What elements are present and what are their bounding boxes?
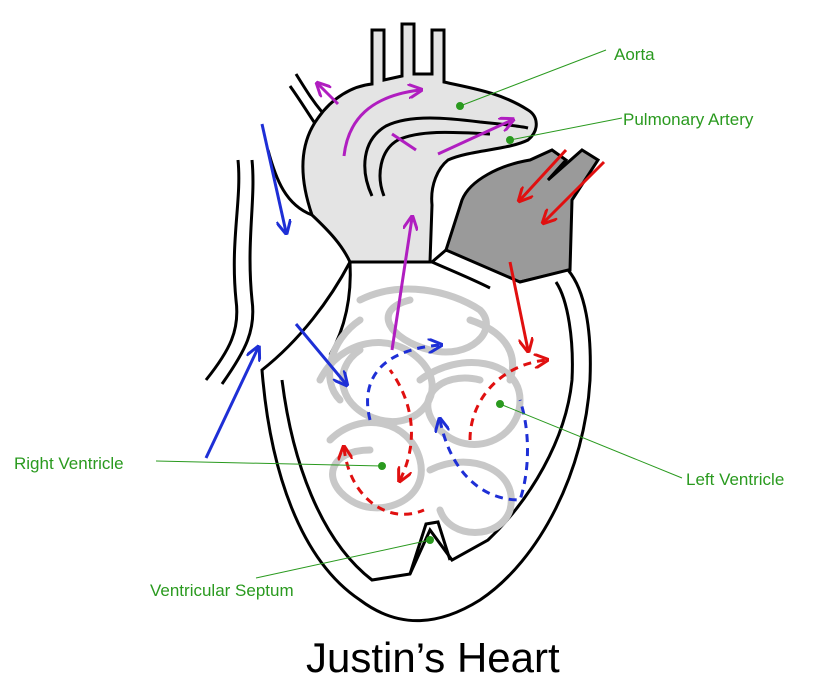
label-ventricular-septum: Ventricular Septum	[150, 581, 294, 600]
blue-flow-arrows	[204, 123, 529, 502]
red-flow-arrows	[344, 148, 606, 516]
label-aorta: Aorta	[614, 45, 655, 64]
heart-outline	[260, 248, 592, 623]
label-leaders	[155, 49, 683, 579]
diagram-title: Justin’s Heart	[306, 634, 560, 681]
label-pulmonary-artery: Pulmonary Artery	[623, 110, 754, 129]
magenta-flow-arrows	[318, 84, 512, 351]
label-left-ventricle: Left Ventricle	[686, 470, 784, 489]
label-right-ventricle: Right Ventricle	[14, 454, 124, 473]
